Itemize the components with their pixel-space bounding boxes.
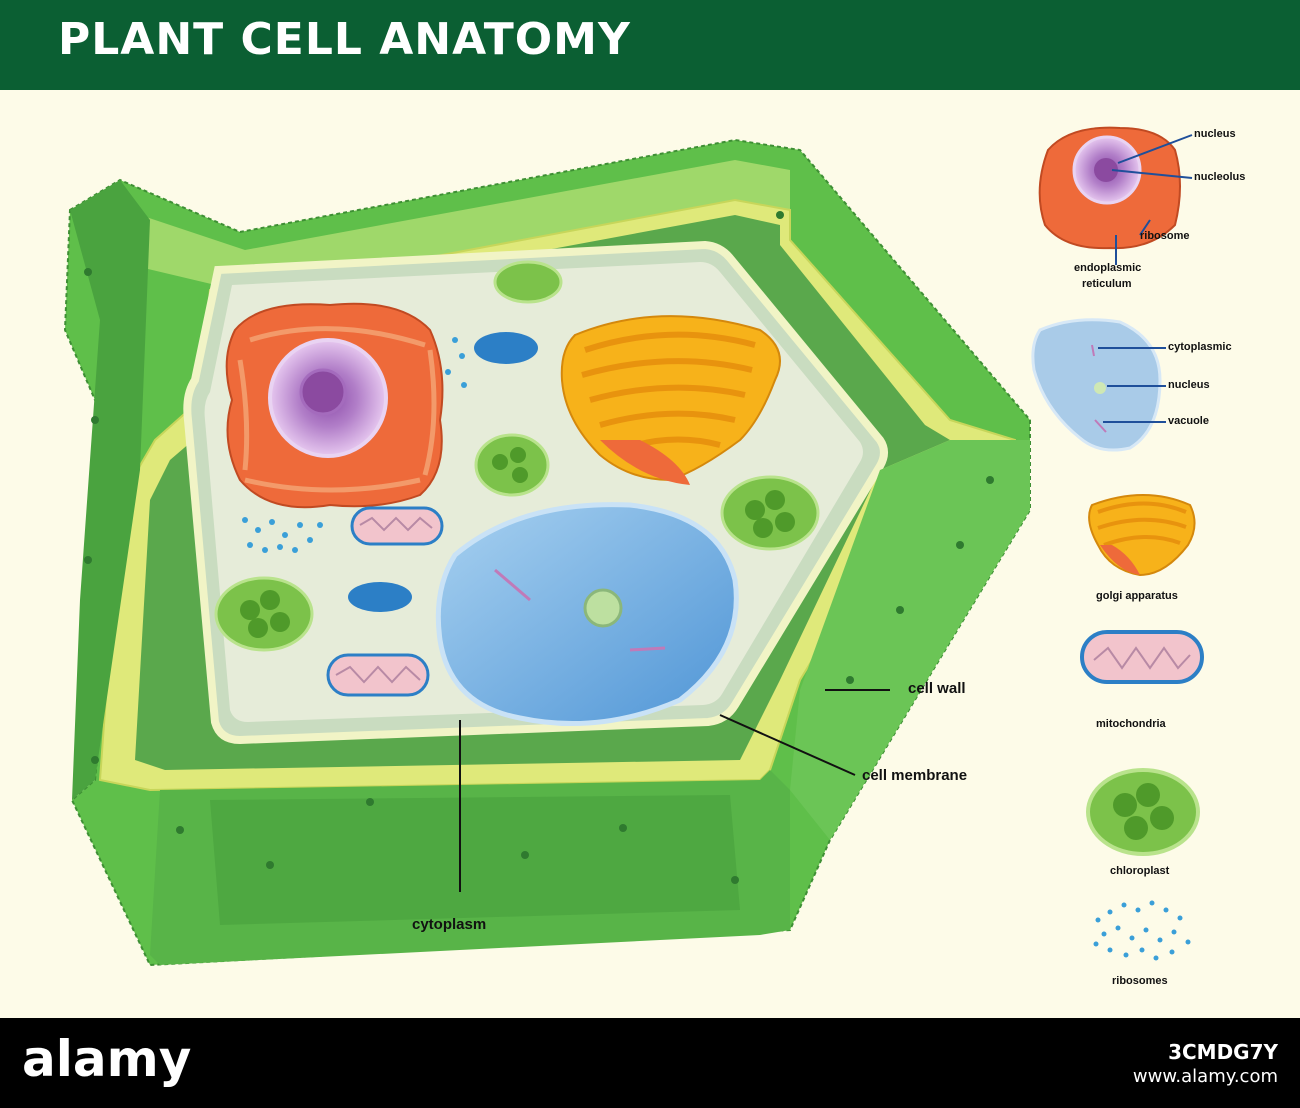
cell-wall-label: cell wall [908,680,966,697]
legend-mitochondria-label: mitochondria [1096,718,1166,730]
golgi-apparatus [560,315,781,485]
legend-vacuole-label: vacuole [1168,415,1209,427]
legend-er-label-line1: endoplasmic [1074,262,1142,274]
golgi-icon [1088,494,1196,577]
cell-membrane-label: cell membrane [862,767,968,784]
legend-ribosome-label: ribosome [1140,230,1190,242]
vesicles [348,332,538,612]
legend-ribosomes-label: ribosomes [1112,975,1168,987]
mitochondria-cristae [335,516,433,684]
legend-nucleolus-label: nucleolus [1194,171,1246,183]
leader-lines [459,689,890,892]
footer-logo: alamy [22,1030,192,1088]
nucleus-with-er-icon [1038,126,1181,250]
legend-cytoplasmic-label: cytoplasmic [1168,341,1232,353]
legend-nucleus-label: nucleus [1194,128,1236,140]
chloroplast-icon [1086,768,1200,856]
central-vacuole [435,502,739,727]
legend-vacuole-nucleus-label: nucleus [1168,379,1210,391]
footer-site: www.alamy.com [1132,1066,1278,1087]
legend-chloroplast-label: chloroplast [1110,865,1170,877]
cell-wall-front [70,180,1030,965]
page-title: PLANT CELL ANATOMY [58,14,631,65]
ribosomes-icon [1093,900,1191,961]
legend-golgi-label: golgi apparatus [1096,590,1178,602]
legend-er-label-line2: reticulum [1082,278,1132,290]
nucleus-group-lines [1111,134,1193,265]
cell-wall-pores [84,211,994,884]
title-banner [0,0,1300,90]
cytoplasm-label: cytoplasm [412,916,487,933]
chloroplasts [214,260,820,652]
vacuole-icon [1031,318,1162,452]
mitochondria [326,506,444,697]
chloroplast-grana [240,447,795,638]
footer-bar [0,1018,1300,1108]
nucleus-er [225,302,444,509]
vacuole-group-lines [1098,347,1166,423]
mitochondria-icon [1080,630,1204,684]
ribosome-cluster [242,337,467,553]
footer-image-id: 3CMDG7Y [1168,1040,1278,1064]
